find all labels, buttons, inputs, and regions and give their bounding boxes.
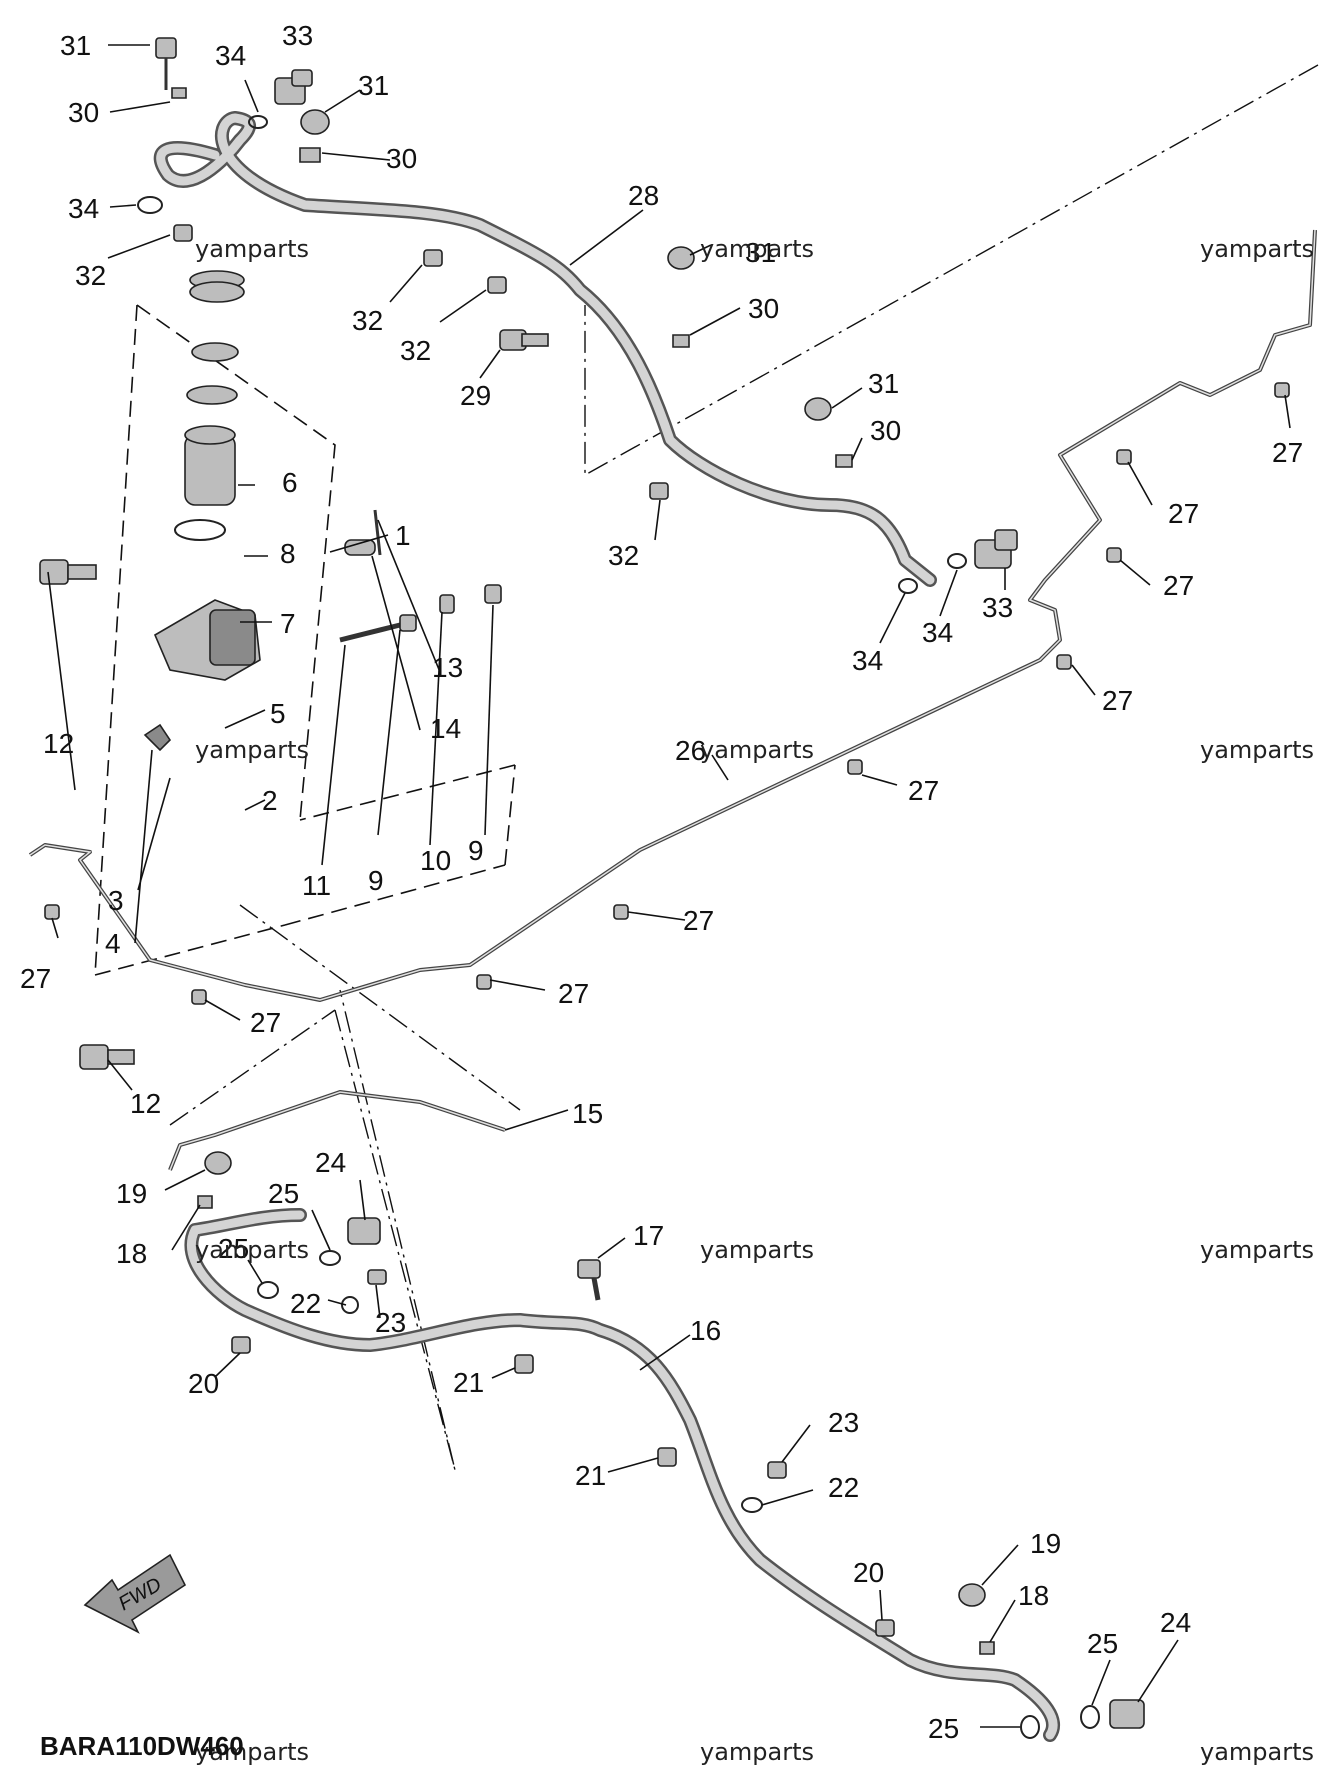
- callout: 12: [130, 1088, 161, 1119]
- callout: 27: [1168, 498, 1199, 529]
- callout: 25: [268, 1178, 299, 1209]
- master-cylinder-parts: [39, 270, 502, 1070]
- callout: 33: [982, 592, 1013, 623]
- callout: 23: [828, 1407, 859, 1438]
- callout: 27: [908, 775, 939, 806]
- watermark: yamparts: [1200, 235, 1314, 263]
- watermark: yamparts: [1200, 1236, 1314, 1264]
- upper-hose-fittings: [137, 37, 1018, 594]
- callout: 27: [1102, 685, 1133, 716]
- watermark: yamparts: [195, 1236, 309, 1264]
- callout: 19: [1030, 1528, 1061, 1559]
- callout: 34: [68, 193, 99, 224]
- watermarks: yamparts yamparts yamparts yamparts yamp…: [195, 235, 1314, 1766]
- callout: 23: [375, 1307, 406, 1338]
- callout: 30: [68, 97, 99, 128]
- watermark: yamparts: [700, 235, 814, 263]
- callout: 2: [262, 785, 278, 816]
- callout: 25: [218, 1233, 249, 1264]
- callout: 17: [633, 1220, 664, 1251]
- callout: 22: [828, 1472, 859, 1503]
- callout: 30: [748, 293, 779, 324]
- watermark: yamparts: [700, 736, 814, 764]
- callout: 27: [683, 905, 714, 936]
- lower-hose-fittings: [197, 1151, 1145, 1739]
- callout: 3: [108, 885, 124, 916]
- callout: 15: [572, 1098, 603, 1129]
- callout-numbers: 31 34 33 30 31 30 34 32 28 31 32 32 30 2…: [20, 20, 1303, 1744]
- brake-pipe-15: [168, 1090, 506, 1171]
- callout: 34: [215, 40, 246, 71]
- callout: 19: [116, 1178, 147, 1209]
- callout: 7: [280, 608, 296, 639]
- callout: 14: [430, 713, 461, 744]
- watermark: yamparts: [700, 1738, 814, 1766]
- watermark: yamparts: [1200, 1738, 1314, 1766]
- callout: 11: [302, 870, 331, 901]
- fwd-arrow-icon: FWD: [83, 1553, 187, 1634]
- callout: 31: [358, 70, 389, 101]
- callout: 20: [188, 1368, 219, 1399]
- diagram-code: BARA110DW460: [40, 1731, 244, 1761]
- callout: 30: [386, 143, 417, 174]
- brake-pipe-26: [28, 229, 1317, 1002]
- callout: 25: [1087, 1628, 1118, 1659]
- callout: 6: [282, 467, 298, 498]
- callout: 27: [1163, 570, 1194, 601]
- pipe-clips-27: [44, 382, 1290, 1005]
- callout: 30: [870, 415, 901, 446]
- callout: 1: [395, 520, 411, 551]
- callout: 13: [432, 652, 463, 683]
- callout: 20: [853, 1557, 884, 1588]
- callout: 33: [282, 20, 313, 51]
- callout: 4: [105, 928, 121, 959]
- watermark: yamparts: [1200, 736, 1314, 764]
- callout: 21: [575, 1460, 606, 1491]
- watermark: yamparts: [195, 1738, 309, 1766]
- watermark: yamparts: [195, 235, 309, 263]
- callout: 27: [250, 1007, 281, 1038]
- callout: 32: [608, 540, 639, 571]
- callout: 32: [400, 335, 431, 366]
- callout: 25: [928, 1713, 959, 1744]
- brake-hose-28: [153, 111, 937, 587]
- callout: 32: [75, 260, 106, 291]
- callout: 21: [453, 1367, 484, 1398]
- callout: 18: [116, 1238, 147, 1269]
- callout: 32: [352, 305, 383, 336]
- callout: 9: [368, 865, 384, 896]
- leader-lines: [47, 44, 1291, 1728]
- callout: 12: [43, 728, 74, 759]
- callout: 9: [468, 835, 484, 866]
- callout: 27: [20, 963, 51, 994]
- callout: 24: [1160, 1607, 1191, 1638]
- callout: 10: [420, 845, 451, 876]
- callout: 26: [675, 735, 706, 766]
- watermark: yamparts: [700, 1236, 814, 1264]
- callout: 29: [460, 380, 491, 411]
- callout: 34: [852, 645, 883, 676]
- callout: 27: [558, 978, 589, 1009]
- watermark: yamparts: [195, 736, 309, 764]
- callout: 34: [922, 617, 953, 648]
- callout: 16: [690, 1315, 721, 1346]
- reference-lines: [169, 64, 1319, 1471]
- callout: 5: [270, 698, 286, 729]
- callout: 18: [1018, 1580, 1049, 1611]
- callout: 31: [60, 30, 91, 61]
- callout: 8: [280, 538, 296, 569]
- callout: 24: [315, 1147, 346, 1178]
- callout: 31: [868, 368, 899, 399]
- callout: 22: [290, 1288, 321, 1319]
- callout: 28: [628, 180, 659, 211]
- callout: 31: [745, 237, 776, 268]
- callout: 27: [1272, 437, 1303, 468]
- brake-hose-16: [184, 1208, 1061, 1742]
